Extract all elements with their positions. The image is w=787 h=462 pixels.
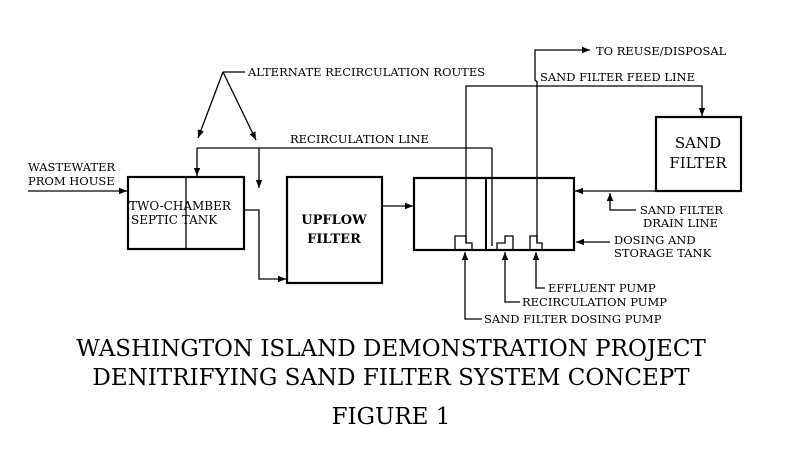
effluent-pump-label: EFFLUENT PUMP: [548, 281, 656, 295]
recirc-pump-symbol: [496, 235, 514, 250]
figure-label: FIGURE 1: [332, 404, 451, 430]
recirc-pump-callout: [501, 252, 520, 303]
effluent-pipe: [534, 46, 590, 243]
dosing-tank-label-1: DOSING AND: [614, 233, 696, 247]
feed-line-label: SAND FILTER FEED LINE: [540, 70, 695, 84]
reuse-label: TO REUSE/DISPOSAL: [596, 44, 727, 58]
drain-line-label-2: DRAIN LINE: [643, 216, 718, 230]
recirc-pump-label: RECIRCULATION PUMP: [522, 295, 667, 309]
upflow-filter-box: [285, 175, 384, 285]
effluent-pump-callout: [532, 252, 545, 289]
drain-line-callout: [606, 193, 636, 211]
septic-tank-label-2: SEPTIC TANK: [131, 213, 218, 227]
upflow-filter-label-2: FILTER: [307, 232, 361, 247]
dosing-tank-label-2: STORAGE TANK: [614, 246, 712, 260]
title-line-2: DENITRIFYING SAND FILTER SYSTEM CONCEPT: [92, 365, 690, 391]
alternate-routes-label: ALTERNATE RECIRCULATION ROUTES: [247, 65, 485, 79]
dosing-pump-label: SAND FILTER DOSING PUMP: [484, 312, 662, 326]
septic-tank-label-1: TWO-CHAMBER: [129, 199, 232, 213]
dosing-pump-pipe: [465, 85, 706, 243]
sand-filter-label-1: SAND: [675, 134, 721, 152]
sand-filter-label-2: FILTER: [669, 154, 727, 172]
upflow-filter-label-1: UPFLOW: [301, 213, 367, 228]
dosing-pump-symbol: [454, 235, 473, 250]
sand-filter-box: [654, 115, 743, 193]
wastewater-label-1: WASTEWATER: [28, 160, 115, 174]
wastewater-label-2: PROM HOUSE: [28, 174, 115, 188]
dosing-storage-tank-box: [412, 176, 576, 252]
drain-line-label-1: SAND FILTER: [640, 203, 723, 217]
septic-to-upflow-line: [244, 209, 286, 283]
dosing-pump-callout: [461, 252, 482, 320]
title-line-1: WASHINGTON ISLAND DEMONSTRATION PROJECT: [76, 336, 706, 362]
recirculation-line-label: RECIRCULATION LINE: [290, 132, 429, 146]
effluent-pump-symbol: [529, 235, 543, 250]
alternate-callout-left: [197, 71, 224, 139]
alternate-callout-right: [222, 71, 257, 141]
